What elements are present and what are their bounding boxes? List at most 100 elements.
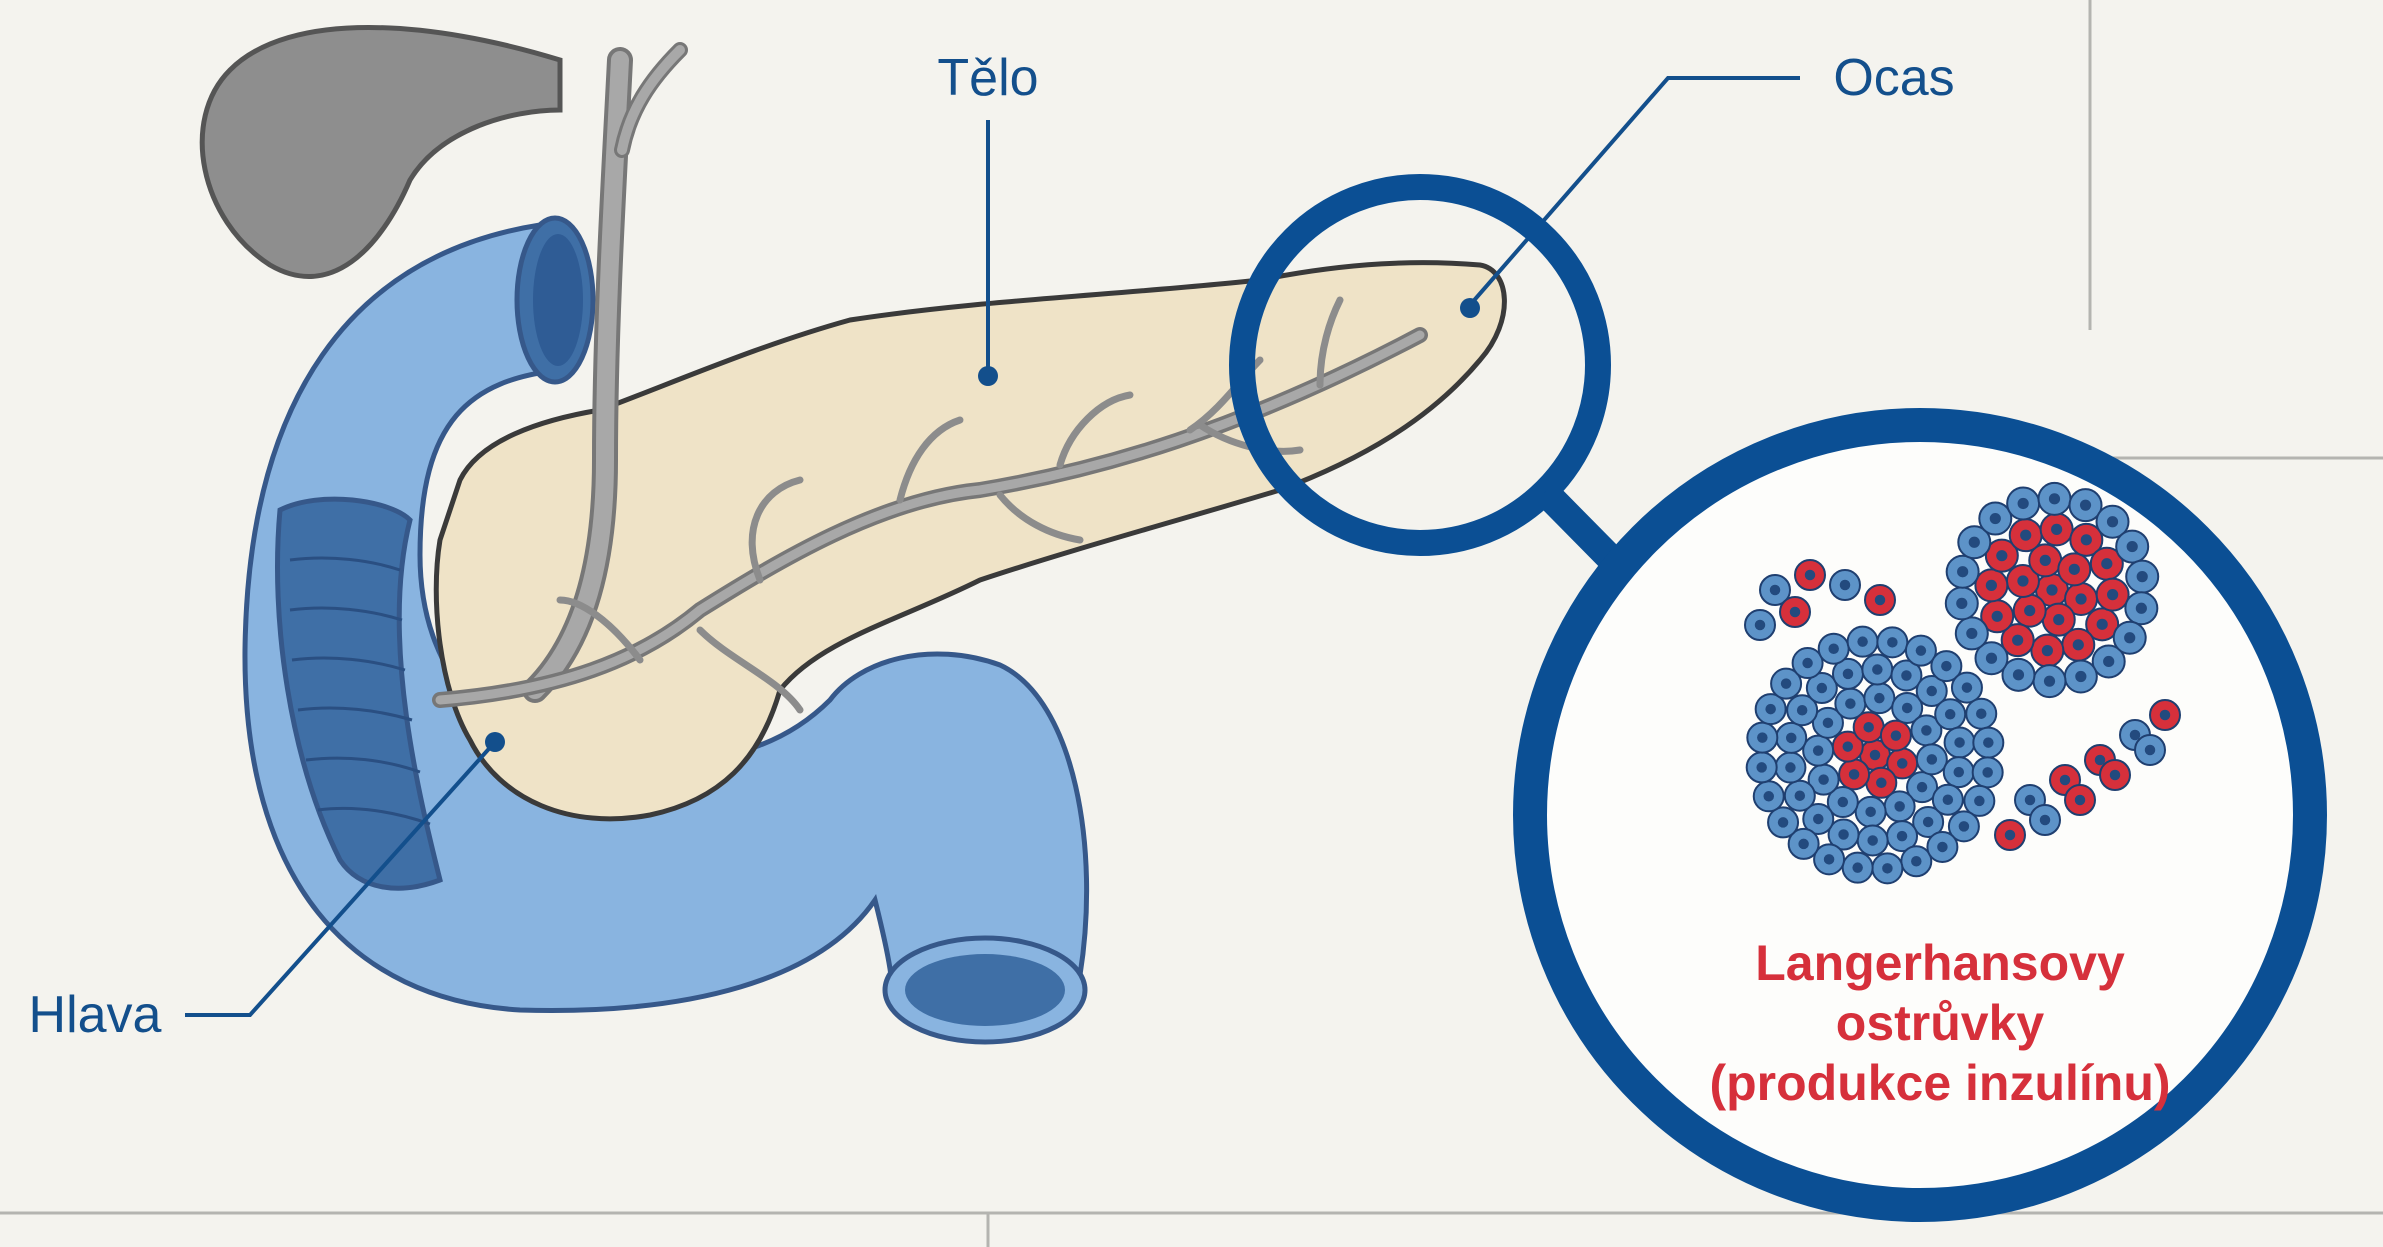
cell-nucleus <box>1982 767 1993 778</box>
cell-nucleus <box>2044 676 2055 687</box>
cell-nucleus <box>1954 767 1965 778</box>
cell-nucleus <box>2051 524 2062 535</box>
cell-nucleus <box>2160 710 2171 721</box>
cell-nucleus <box>1874 693 1885 704</box>
cell-nucleus <box>1875 595 1886 606</box>
cell-nucleus <box>1992 611 2003 622</box>
cell-nucleus <box>2040 815 2051 826</box>
cell-nucleus <box>1763 791 1774 802</box>
label-islets-line1: Langerhansovy <box>1755 935 2125 991</box>
cell-nucleus <box>1926 686 1937 697</box>
cell-nucleus <box>2053 614 2064 625</box>
cell-nucleus <box>1755 620 1766 631</box>
cell-nucleus <box>1838 829 1849 840</box>
cell-nucleus <box>1954 737 1965 748</box>
cell-nucleus <box>1959 821 1970 832</box>
cell-nucleus <box>1840 580 1851 591</box>
cell-nucleus <box>2124 632 2135 643</box>
cell-nucleus <box>1976 708 1987 719</box>
cell-nucleus <box>1969 537 1980 548</box>
cell-nucleus <box>2127 541 2138 552</box>
cell-nucleus <box>1849 769 1860 780</box>
cell-nucleus <box>1790 607 1801 618</box>
cell-nucleus <box>1757 732 1768 743</box>
cell-nucleus <box>1845 698 1856 709</box>
cell-nucleus <box>1818 774 1829 785</box>
cell-nucleus <box>1894 801 1905 812</box>
cell-nucleus <box>1828 643 1839 654</box>
cell-nucleus <box>1901 670 1912 681</box>
cell-nucleus <box>2103 656 2114 667</box>
cell-nucleus <box>1943 795 1954 806</box>
cell-nucleus <box>2040 555 2051 566</box>
cell-nucleus <box>2136 603 2147 614</box>
cell-nucleus <box>2013 669 2024 680</box>
cell-nucleus <box>2069 564 2080 575</box>
cell-nucleus <box>1867 835 1878 846</box>
cell-nucleus <box>1891 730 1902 741</box>
label-islets-line2: ostrůvky <box>1836 995 2045 1051</box>
cell-nucleus <box>1786 733 1797 744</box>
cell-nucleus <box>1798 839 1809 850</box>
cell-nucleus <box>2005 830 2016 841</box>
cell-nucleus <box>1957 566 1968 577</box>
cell-nucleus <box>1797 705 1808 716</box>
cell-nucleus <box>1882 863 1893 874</box>
cell-nucleus <box>1824 854 1835 865</box>
cell-nucleus <box>1937 842 1948 853</box>
cell-nucleus <box>1897 758 1908 769</box>
cell-nucleus <box>1857 636 1868 647</box>
cell-nucleus <box>2025 795 2036 806</box>
cell-nucleus <box>2075 671 2086 682</box>
cell-nucleus <box>2130 730 2141 741</box>
cell-nucleus <box>1917 782 1928 793</box>
cell-nucleus <box>1876 778 1887 789</box>
cell-nucleus <box>1823 718 1834 729</box>
label-tail: Ocas <box>1833 49 1954 107</box>
cell-nucleus <box>1852 862 1863 873</box>
cell-nucleus <box>1966 628 1977 639</box>
cell-nucleus <box>1805 570 1816 581</box>
cell-nucleus <box>2020 530 2031 541</box>
cell-nucleus <box>2018 498 2029 509</box>
cell-nucleus <box>1887 637 1898 648</box>
cell-nucleus <box>1863 722 1874 733</box>
cell-nucleus <box>1990 513 2001 524</box>
cell-nucleus <box>1778 817 1789 828</box>
cell-nucleus <box>2097 619 2108 630</box>
cell-nucleus <box>1843 669 1854 680</box>
cell-nucleus <box>2024 605 2035 616</box>
cell-nucleus <box>2137 571 2148 582</box>
cell-nucleus <box>2046 584 2057 595</box>
cell-nucleus <box>2110 770 2121 781</box>
cell-nucleus <box>2080 500 2091 511</box>
cell-nucleus <box>1813 814 1824 825</box>
cell-nucleus <box>1843 741 1854 752</box>
cell-nucleus <box>1916 645 1927 656</box>
cell-nucleus <box>1781 678 1792 689</box>
cell-nucleus <box>1870 750 1881 761</box>
cell-nucleus <box>1756 762 1767 773</box>
cell-nucleus <box>1817 683 1828 694</box>
cell-nucleus <box>1956 598 1967 609</box>
cell-nucleus <box>1770 585 1781 596</box>
cell-nucleus <box>2049 493 2060 504</box>
cell-nucleus <box>2075 593 2086 604</box>
cell-nucleus <box>2017 575 2028 586</box>
label-body: Tělo <box>937 49 1038 107</box>
cell-nucleus <box>1785 762 1796 773</box>
cell-nucleus <box>1986 580 1997 591</box>
cell-nucleus <box>1945 709 1956 720</box>
cell-nucleus <box>2107 589 2118 600</box>
cell-nucleus <box>2081 534 2092 545</box>
cell-nucleus <box>2075 795 2086 806</box>
cell-nucleus <box>1872 664 1883 675</box>
cell-nucleus <box>1921 725 1932 736</box>
cell-nucleus <box>2145 745 2156 756</box>
label-head: Hlava <box>29 986 162 1044</box>
cell-nucleus <box>1986 653 1997 664</box>
cell-nucleus <box>1897 831 1908 842</box>
cell-nucleus <box>1941 661 1952 672</box>
cell-nucleus <box>1911 856 1922 867</box>
